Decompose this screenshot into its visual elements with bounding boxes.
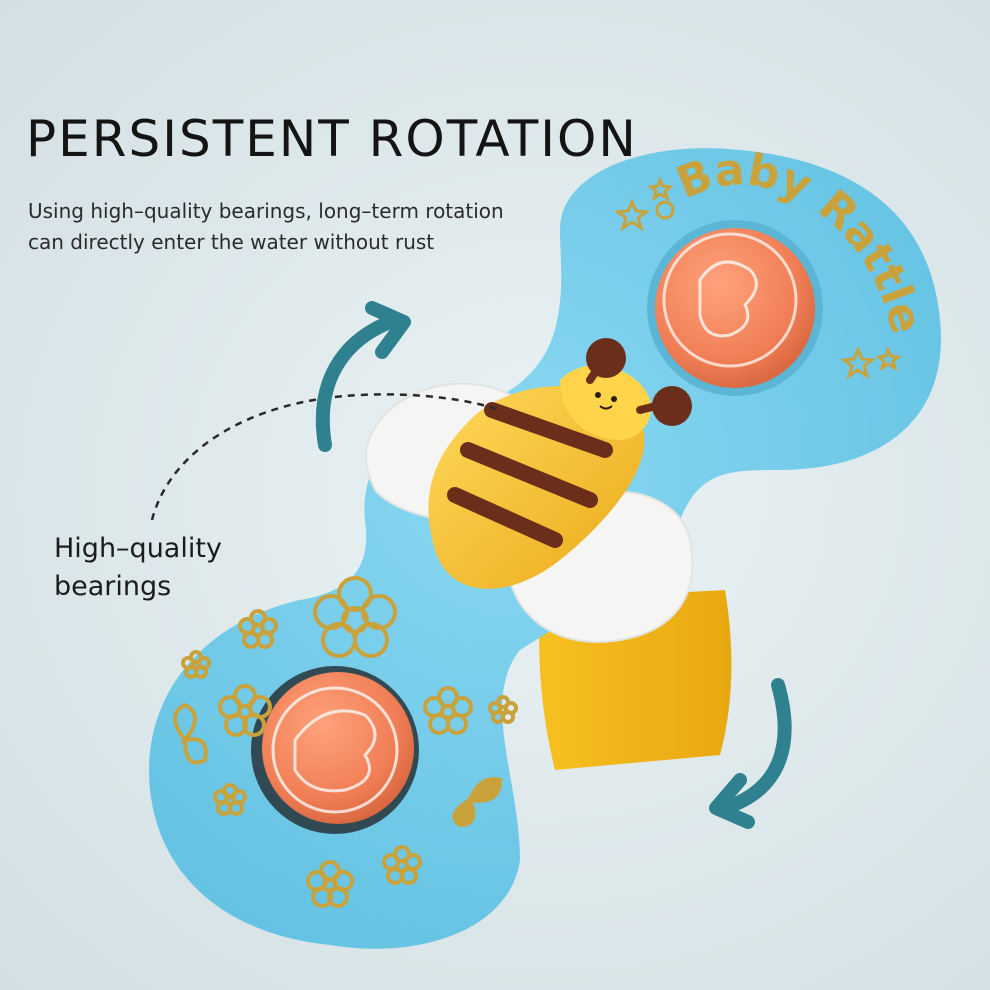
headline: PERSISTENT ROTATION [26,110,638,168]
star-icon [875,346,902,372]
flower-icon [218,684,272,737]
star-icon [647,176,674,202]
bottom-spinner-button [251,666,419,834]
flower-icon [238,609,278,649]
flower-icon [423,686,473,735]
bee-icon [428,338,692,589]
flower-icon [213,783,247,816]
flower-icon [181,650,211,679]
top-spinner-button [647,220,823,396]
star-icon [840,346,876,380]
flower-icon [382,845,422,885]
callout-leader-line [150,393,501,521]
dino-icon [698,260,758,338]
rotation-arrow-icon [315,301,411,452]
flower-icon [306,860,354,908]
callout-line: High–quality [54,533,222,564]
star-icon [614,198,650,232]
bearing-callout: High–quality bearings [54,530,222,606]
flower-icon [313,576,397,658]
star-prints [614,176,902,380]
rotation-arrow-icon [709,678,792,829]
flower-prints [173,576,518,908]
feature-description: Using high–quality bearings, long–term r… [28,196,608,258]
description-line: Using high–quality bearings, long–term r… [28,199,504,223]
description-line: can directly enter the water without rus… [28,230,435,254]
flower-icon [488,695,518,724]
callout-line: bearings [54,571,172,602]
leaf-icon [452,777,503,828]
leaf-icon [173,702,208,765]
